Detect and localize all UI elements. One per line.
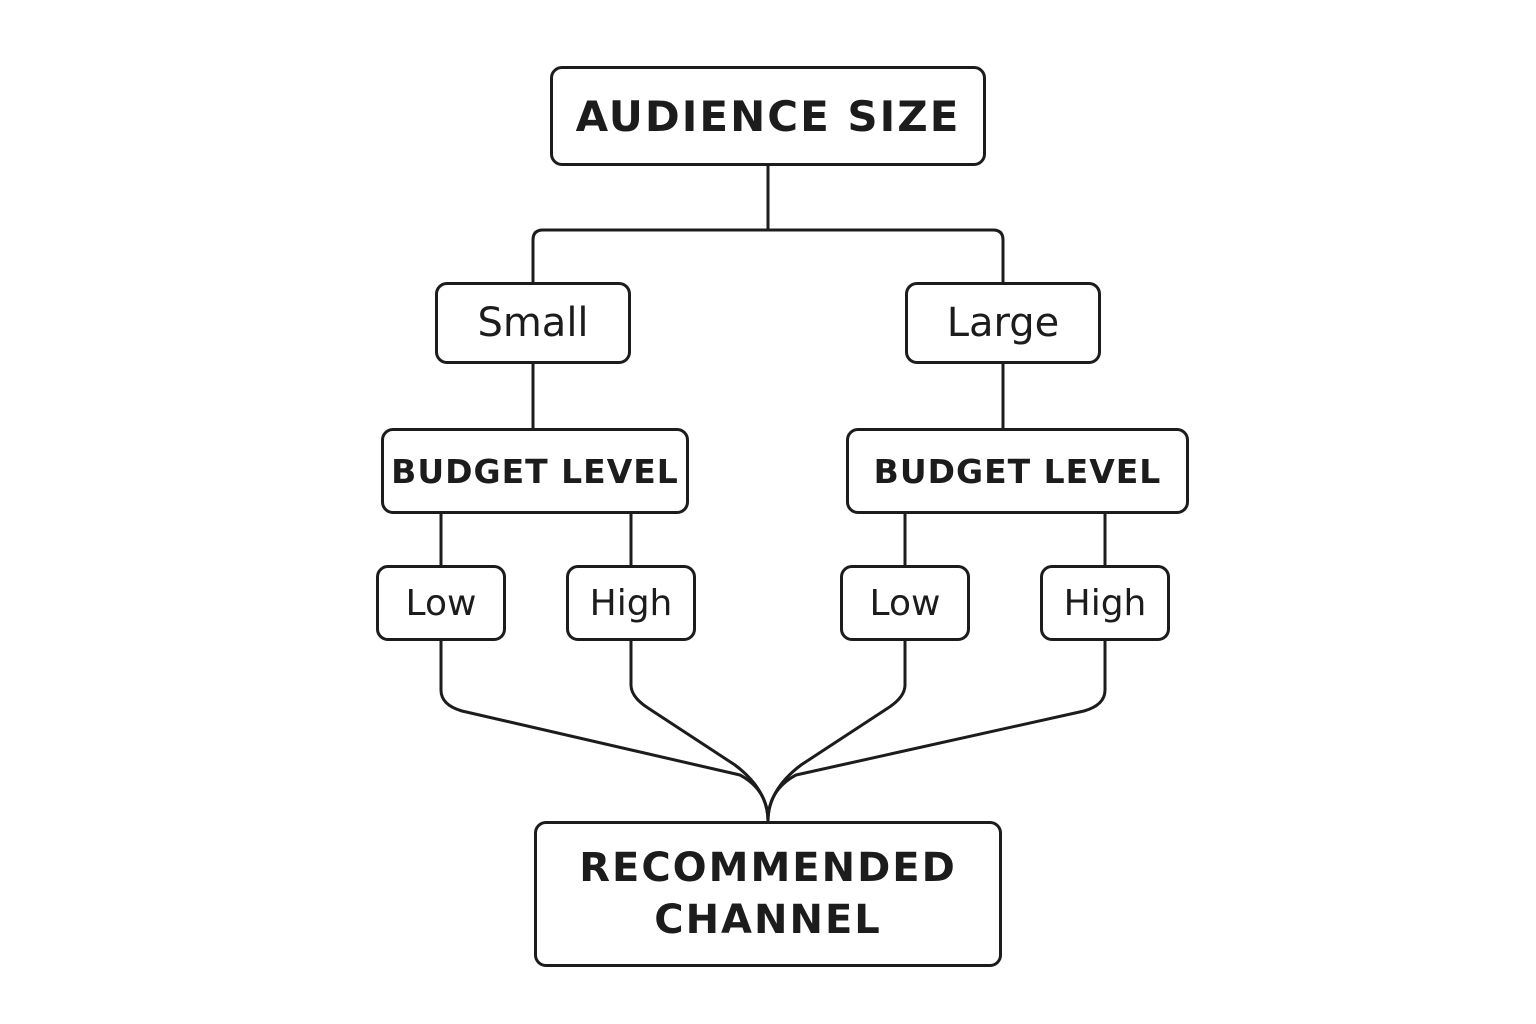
large-low-label: Low	[869, 582, 941, 624]
small-low-node: Low	[376, 565, 506, 641]
large-node: Large	[905, 282, 1101, 364]
large-low-node: Low	[840, 565, 970, 641]
connector-small-low-to-result	[439, 639, 770, 823]
small-budget-level-node: BUDGET LEVEL	[381, 428, 689, 514]
audience-size-node: AUDIENCE SIZE	[550, 66, 986, 166]
audience-size-label: AUDIENCE SIZE	[575, 91, 961, 141]
small-label: Small	[477, 300, 589, 346]
small-low-label: Low	[405, 582, 477, 624]
large-high-label: High	[1063, 582, 1147, 624]
small-high-label: High	[589, 582, 673, 624]
large-label: Large	[946, 300, 1060, 346]
small-budget-level-label: BUDGET LEVEL	[391, 451, 679, 491]
recommended-channel-node: RECOMMENDED CHANNEL	[534, 821, 1002, 967]
small-high-node: High	[566, 565, 696, 641]
connector-large-high-to-result	[766, 639, 1107, 823]
connector-small-high-to-result	[629, 639, 770, 823]
large-high-node: High	[1040, 565, 1170, 641]
large-budget-level-node: BUDGET LEVEL	[846, 428, 1189, 514]
recommended-channel-label: RECOMMENDED CHANNEL	[579, 845, 957, 943]
large-budget-level-label: BUDGET LEVEL	[873, 451, 1162, 491]
small-node: Small	[435, 282, 631, 364]
connector-root-split	[531, 228, 1005, 284]
connector-large-low-to-result	[766, 639, 907, 823]
